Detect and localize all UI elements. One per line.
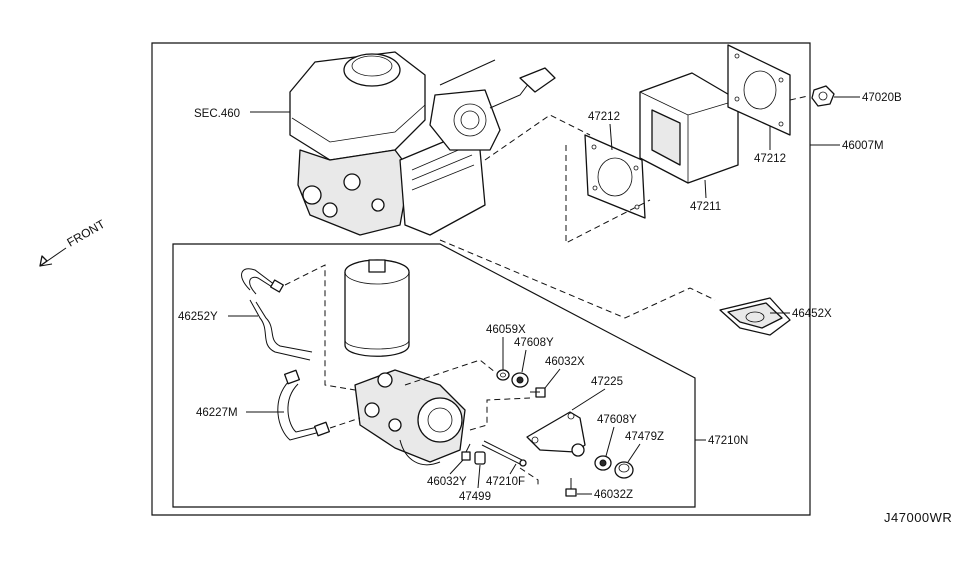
washer-46059X-icon bbox=[496, 369, 510, 381]
gasket-47212-left-icon bbox=[584, 134, 646, 219]
accumulator-icon bbox=[344, 259, 410, 357]
label-46452X: 46452X bbox=[792, 308, 832, 320]
bolt-46032X-icon bbox=[530, 387, 546, 398]
label-47212-right: 47212 bbox=[754, 153, 786, 165]
label-47211: 47211 bbox=[690, 201, 721, 213]
brake-booster-icon bbox=[399, 59, 556, 236]
label-47479Z: 47479Z bbox=[625, 431, 664, 443]
label-46059X: 46059X bbox=[486, 324, 526, 336]
hose-46252Y-icon bbox=[241, 268, 313, 361]
bushing-47608Y-upper-icon bbox=[511, 372, 529, 388]
label-47210F: 47210F bbox=[486, 476, 525, 488]
rod-47210F-icon bbox=[481, 440, 527, 467]
hose-46227M-icon bbox=[277, 369, 330, 441]
label-47608Y-lower: 47608Y bbox=[597, 414, 637, 426]
label-46252Y: 46252Y bbox=[178, 311, 218, 323]
cap-47479Z-icon bbox=[614, 461, 634, 479]
assembly-frame-47210N bbox=[172, 243, 696, 508]
front-arrow-icon bbox=[39, 247, 67, 267]
spacer-47211-icon bbox=[639, 72, 739, 184]
clip-47499-icon bbox=[474, 451, 486, 465]
pump-motor-icon bbox=[354, 369, 466, 466]
diagram-code: J47000WR bbox=[884, 510, 952, 525]
screw-46032Z-icon bbox=[565, 478, 577, 497]
label-46032Z: 46032Z bbox=[594, 489, 633, 501]
label-46032X: 46032X bbox=[545, 356, 585, 368]
label-46227M: 46227M bbox=[196, 407, 238, 419]
master-cylinder-icon bbox=[289, 51, 426, 236]
bushing-47608Y-lower-icon bbox=[594, 455, 612, 471]
label-47608Y-upper: 47608Y bbox=[514, 337, 554, 349]
label-46007M: 46007M bbox=[842, 140, 884, 152]
bolt-46032Y-icon bbox=[461, 443, 471, 461]
front-label: FRONT bbox=[65, 216, 108, 249]
label-47499: 47499 bbox=[459, 491, 491, 503]
nut-47020B-icon bbox=[811, 85, 835, 107]
gasket-47212-right-icon bbox=[727, 44, 791, 136]
label-sec460: SEC.460 bbox=[194, 108, 240, 120]
bracket-47225-icon bbox=[526, 411, 586, 457]
label-47210N: 47210N bbox=[708, 435, 748, 447]
label-46032Y: 46032Y bbox=[427, 476, 467, 488]
assembly-frame-46007M bbox=[151, 42, 811, 516]
label-47020B: 47020B bbox=[862, 92, 902, 104]
label-47225: 47225 bbox=[591, 376, 623, 388]
bracket-46452X-icon bbox=[719, 297, 791, 336]
label-47212-left: 47212 bbox=[588, 111, 620, 123]
